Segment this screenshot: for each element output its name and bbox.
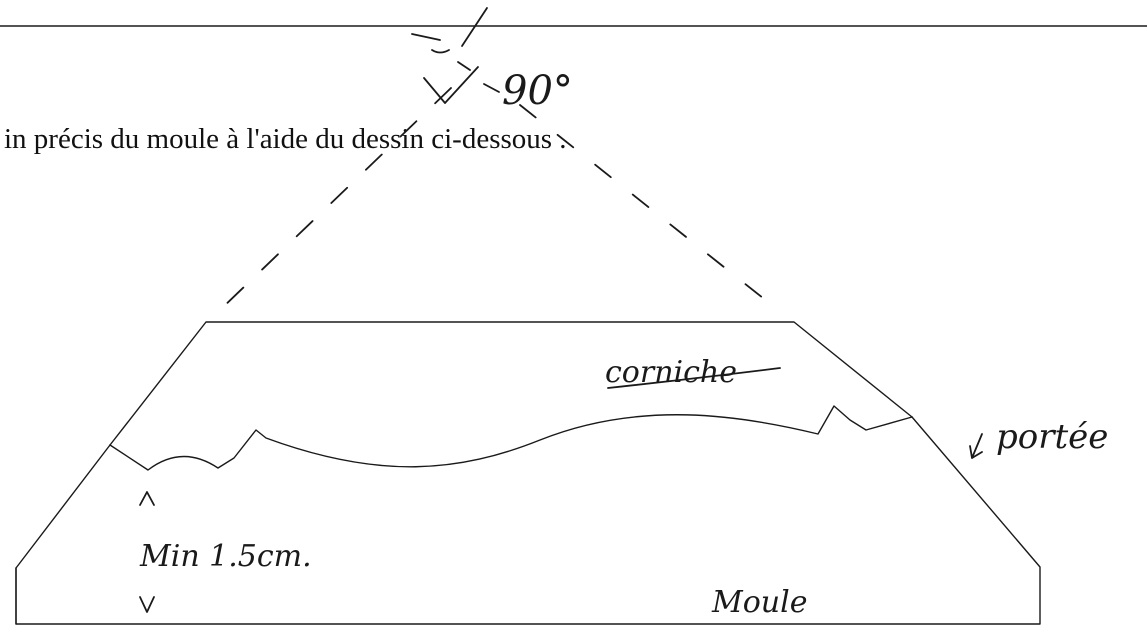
construction-lines [219,87,779,311]
up-arrow [139,491,155,506]
corniche-label: corniche [605,355,737,390]
corniche-underline [607,367,781,389]
angle-annotation: 90° [502,68,573,114]
right-angle-mark [411,7,500,104]
down-arrow [139,596,155,613]
instruction-text: in précis du moule à l'aide du dessin ci… [4,123,567,155]
portee-arrow [969,433,983,459]
portee-label: portée [996,417,1108,457]
corniche-outline [109,321,913,446]
profile-line [109,405,913,471]
moule-outline [15,416,1041,625]
min-thickness-label: Min 1.5cm. [139,539,312,574]
moule-label: Moule [711,585,807,620]
